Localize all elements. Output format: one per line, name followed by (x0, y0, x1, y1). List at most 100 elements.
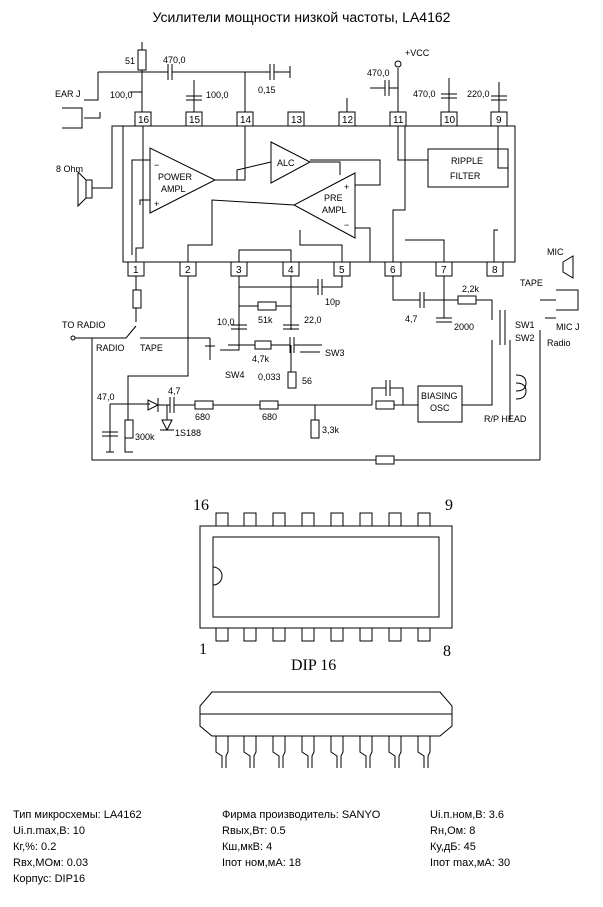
mic-label: MIC (547, 247, 564, 257)
dip16-top-view (199, 512, 453, 642)
dip16-side-view (199, 691, 453, 768)
pin-9: 9 (496, 115, 502, 126)
c47-label: 47,0 (97, 392, 115, 402)
svg-text:AMPL: AMPL (161, 184, 186, 194)
r680a-label: 680 (195, 412, 210, 422)
spec-rin: Rвх,МОм: 0.03 (13, 857, 89, 869)
tape-label: TAPE (140, 343, 163, 353)
svg-text:POWER: POWER (158, 172, 193, 182)
spec-pout: Rвых,Вт: 0.5 (222, 825, 286, 837)
dip-pin8-label: 8 (443, 643, 451, 660)
dip-side-leads (215, 736, 431, 768)
c470b-label: 470,0 (367, 68, 390, 78)
spec-ui-max: Ui.п.max,В: 10 (13, 825, 85, 837)
top-circuit (62, 42, 507, 208)
spec-type: Тип микросхемы: LA4162 (13, 809, 142, 821)
schematic-labels: +VCC EAR J 8 Ohm 51 470,0 100,0 100,0 0,… (55, 48, 580, 442)
c470a-label: 470,0 (163, 55, 186, 65)
r680b-label: 680 (262, 412, 277, 422)
spec-i-max: Iпот max,мА: 30 (430, 857, 511, 869)
pin-6: 6 (390, 265, 396, 276)
c47b-label: 4,7 (168, 386, 181, 396)
alc-block: ALC (270, 141, 312, 184)
c0033-label: 0,033 (258, 372, 281, 382)
pin-10: 10 (444, 115, 456, 126)
c22-label: 22,0 (304, 315, 322, 325)
pin-11: 11 (393, 115, 404, 126)
sw2-label: SW2 (515, 333, 535, 343)
mic-j-label: MIC J (556, 322, 580, 332)
r22k-label: 2,2k (462, 284, 480, 294)
svg-text:OSC: OSC (430, 403, 450, 413)
page-title: Усилители мощности низкой частоты, LA416… (152, 9, 451, 25)
svg-text:PRE: PRE (324, 193, 343, 203)
c2000-label: 2000 (454, 322, 474, 332)
spec-kg: Кг,%: 0.2 (13, 841, 57, 853)
c10p-label: 10p (325, 297, 340, 307)
svg-text:−: − (154, 160, 159, 170)
pin-14: 14 (240, 115, 252, 126)
spec-i-nom: Iпот ном,мА: 18 (222, 857, 302, 869)
radio-label: RADIO (96, 343, 125, 353)
svg-text:+: + (154, 199, 159, 209)
pin-15: 15 (189, 115, 201, 126)
r56-label: 56 (302, 376, 312, 386)
pin-1: 1 (133, 265, 139, 276)
pin-8: 8 (492, 265, 498, 276)
r51k-label: 51k (258, 315, 273, 325)
pin-12: 12 (342, 115, 354, 126)
r51-label: 51 (125, 56, 135, 66)
svg-text:ALC: ALC (277, 158, 295, 168)
rp-head-label: R/P HEAD (484, 414, 527, 424)
c10-label: 10,0 (217, 317, 235, 327)
ear-j-label: EAR J (55, 89, 81, 99)
svg-text:AMPL: AMPL (322, 205, 347, 215)
spec-rload: Rн,Ом: 8 (430, 825, 476, 837)
ripple-filter-block: RIPPLE FILTER (427, 148, 509, 188)
ic-body (122, 125, 516, 263)
pin-4: 4 (288, 265, 294, 276)
c47c-label: 4,7 (405, 314, 418, 324)
r300k-label: 300k (135, 432, 155, 442)
d1s1-label: 1S188 (175, 428, 201, 438)
radio2-label: Radio (547, 338, 571, 348)
svg-text:FILTER: FILTER (450, 171, 481, 181)
pin-16: 16 (138, 115, 150, 126)
sw4-label: SW4 (225, 370, 245, 380)
c015-label: 0,15 (258, 85, 276, 95)
pin-13: 13 (291, 115, 303, 126)
dip-pin1-label: 1 (199, 641, 207, 658)
sw3-label: SW3 (325, 348, 345, 358)
r33k-label: 3,3k (322, 425, 340, 435)
spec-package: Корпус: DIP16 (13, 873, 86, 885)
preamp-block: PRE AMPL + − (292, 172, 356, 239)
spec-gain: Ку,дБ: 45 (430, 841, 476, 853)
spec-manufacturer: Фирма производитель: SANYO (222, 809, 381, 821)
power-amp-block: POWER AMPL − + (149, 147, 217, 214)
r47k-label: 4,7k (252, 354, 270, 364)
c470c-label: 470,0 (413, 89, 436, 99)
svg-text:+: + (344, 182, 349, 192)
c100a-label: 100,0 (110, 90, 133, 100)
svg-text:−: − (344, 220, 349, 230)
dip-top-pins (215, 512, 431, 527)
ohm8-label: 8 Ohm (56, 164, 83, 174)
c220-label: 220,0 (467, 89, 490, 99)
dip-pin9-label: 9 (445, 497, 453, 514)
tape2-label: TAPE (520, 278, 543, 288)
pin-3: 3 (236, 265, 242, 276)
pin-5: 5 (339, 265, 345, 276)
pin-2: 2 (185, 265, 191, 276)
bottom-circuit: BIASING OSC (70, 255, 579, 465)
dip-pin16-label: 16 (193, 497, 209, 514)
pin-7: 7 (441, 265, 447, 276)
spec-noise: Кш,мкВ: 4 (222, 841, 273, 853)
svg-text:RIPPLE: RIPPLE (451, 156, 483, 166)
ic-internal-wiring (131, 126, 508, 262)
spec-ui-nom: Ui.п.ном,В: 3.6 (430, 809, 505, 821)
to-radio-label: TO RADIO (62, 320, 105, 330)
dip-bottom-pins (215, 627, 431, 642)
package-name: DIP 16 (291, 657, 336, 674)
c100b-label: 100,0 (206, 90, 229, 100)
